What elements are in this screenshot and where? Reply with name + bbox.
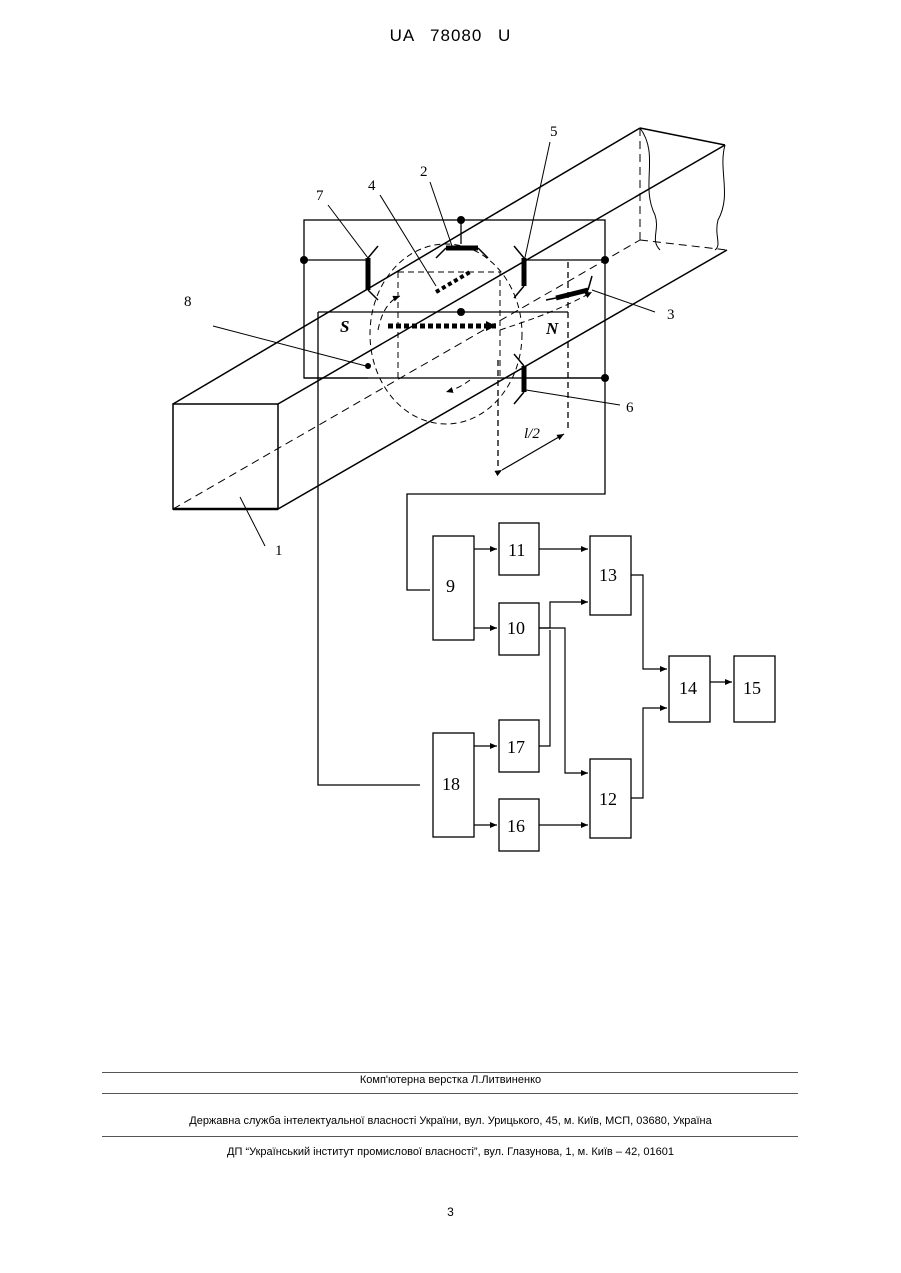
block-18: 18	[442, 774, 460, 794]
field-arrow-4	[436, 272, 470, 292]
footer-rule-bottom	[102, 1136, 798, 1137]
block-16: 16	[507, 816, 525, 836]
magnetic-field-loops	[370, 244, 592, 424]
label-part-7: 7	[316, 188, 324, 204]
label-part-3: 3	[667, 307, 675, 323]
label-part-5: 5	[550, 124, 558, 140]
junction-dots	[300, 216, 609, 382]
label-part-2: 2	[420, 164, 428, 180]
block-11: 11	[508, 540, 525, 560]
footer-rule-middle	[102, 1093, 798, 1094]
block-17: 17	[507, 737, 525, 757]
block-13: 13	[599, 565, 617, 585]
block-10: 10	[507, 618, 525, 638]
pole-south: S	[340, 317, 349, 336]
footer-rule-top	[102, 1072, 798, 1073]
bar-object	[173, 128, 727, 509]
label-part-6: 6	[626, 400, 634, 416]
footer-typesetting: Комп'ютерна верстка Л.Литвиненко	[0, 1074, 901, 1086]
label-half-length: l/2	[524, 426, 540, 442]
sensor-wiring	[304, 220, 605, 785]
block-12: 12	[599, 789, 617, 809]
label-part-4: 4	[368, 178, 376, 194]
leader-lines	[213, 142, 655, 546]
footer-agency: Державна служба інтелектуальної власност…	[0, 1115, 901, 1127]
block-9: 9	[446, 576, 455, 596]
block-14: 14	[679, 678, 697, 698]
block-15: 15	[743, 678, 761, 698]
page-number: 3	[0, 1205, 901, 1219]
patent-figure: 1 2 3 4 5 6 7 8 l/2 S N 9 11 10 13 14 15	[0, 0, 901, 1000]
label-part-1: 1	[275, 543, 283, 559]
footer-institute: ДП “Український інститут промислової вла…	[0, 1146, 901, 1158]
label-part-8: 8	[184, 294, 192, 310]
pole-north: N	[545, 319, 559, 338]
